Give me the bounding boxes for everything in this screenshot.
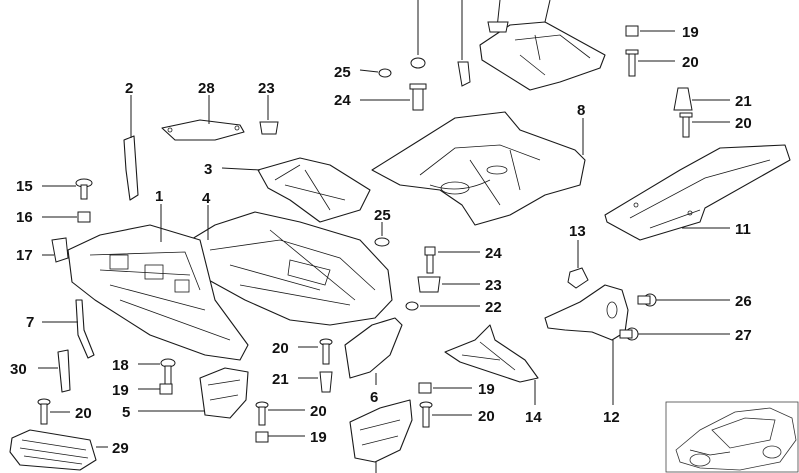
part-26-screw[interactable] xyxy=(637,293,657,307)
part-20-screw-lower[interactable] xyxy=(255,401,269,426)
callout-15: 15 xyxy=(16,178,33,195)
callout-4: 4 xyxy=(202,190,211,207)
part-19-nut-lower[interactable] xyxy=(255,431,269,443)
part-24-screw-center[interactable] xyxy=(424,246,436,274)
callout-29: 29 xyxy=(112,440,129,457)
callout-24-top: 24 xyxy=(334,92,351,109)
part-22-nut[interactable] xyxy=(405,301,419,311)
part-12-bracket[interactable] xyxy=(544,284,629,341)
part-14-bracket[interactable] xyxy=(444,324,539,383)
part-25-nut[interactable] xyxy=(378,68,392,78)
callout-21-right: 21 xyxy=(735,93,752,110)
part-19-nut-left[interactable] xyxy=(159,383,173,395)
part-28-bracket[interactable] xyxy=(161,119,245,141)
callout-20-left: 20 xyxy=(75,405,92,422)
part-17-clip[interactable] xyxy=(51,237,69,263)
part-bracket-top[interactable] xyxy=(457,61,471,87)
part-11-side-panel[interactable] xyxy=(604,144,791,241)
callout-20-center: 20 xyxy=(272,340,289,357)
callout-20-lower: 20 xyxy=(310,403,327,420)
callout-23-top: 23 xyxy=(258,80,275,97)
part-27-screw[interactable] xyxy=(619,327,639,341)
part-7-bracket[interactable] xyxy=(75,299,95,359)
callout-5: 5 xyxy=(122,404,130,421)
callout-11: 11 xyxy=(735,221,751,238)
callout-17: 17 xyxy=(16,247,33,264)
part-2-bracket[interactable] xyxy=(123,135,139,201)
part-6-bracket[interactable] xyxy=(344,317,403,379)
callout-24-center: 24 xyxy=(485,245,502,262)
callout-8: 8 xyxy=(577,102,585,119)
part-19-nut-top-right[interactable] xyxy=(625,25,639,37)
callout-23-center: 23 xyxy=(485,277,502,294)
part-13-grommet[interactable] xyxy=(567,267,589,289)
part-nut-top[interactable] xyxy=(410,57,426,69)
callout-16: 16 xyxy=(16,209,33,226)
clip-top[interactable] xyxy=(487,21,509,33)
callout-12: 12 xyxy=(603,409,620,426)
part-23-clip-top[interactable] xyxy=(259,121,279,135)
part-19-nut-center[interactable] xyxy=(418,382,432,394)
callout-26: 26 xyxy=(735,293,752,310)
callout-19-left: 19 xyxy=(112,382,129,399)
part-8-underbody-panel[interactable] xyxy=(371,111,586,226)
part-21-plug-right[interactable] xyxy=(673,87,693,111)
callout-21-center: 21 xyxy=(272,371,289,388)
callout-1: 1 xyxy=(155,188,163,205)
part-5-bracket[interactable] xyxy=(199,367,249,419)
callout-22: 22 xyxy=(485,299,502,316)
callout-28: 28 xyxy=(198,80,215,97)
part-23-clip-center[interactable] xyxy=(417,276,441,293)
callout-3: 3 xyxy=(204,161,212,178)
part-25-nut-center[interactable] xyxy=(374,237,390,247)
part-1-bumper-carrier[interactable] xyxy=(67,224,249,361)
part-31-bracket[interactable] xyxy=(349,399,413,463)
part-29-grille[interactable] xyxy=(9,429,97,471)
callout-13: 13 xyxy=(569,223,586,240)
part-24-screw[interactable] xyxy=(409,83,427,111)
car-location-thumbnail xyxy=(665,401,799,473)
callout-19-top-right: 19 xyxy=(682,24,699,41)
callout-25-center: 25 xyxy=(374,207,391,224)
callout-27: 27 xyxy=(735,327,752,344)
callout-20-right: 20 xyxy=(735,115,752,132)
callout-6: 6 xyxy=(370,389,378,406)
callout-30: 30 xyxy=(10,361,27,378)
callout-19-center: 19 xyxy=(478,381,495,398)
part-30-strip[interactable] xyxy=(57,349,71,393)
part-20-screw-center[interactable] xyxy=(319,338,333,365)
callout-14: 14 xyxy=(525,409,542,426)
part-16-nut[interactable] xyxy=(77,211,91,223)
part-20-screw-right[interactable] xyxy=(679,112,693,138)
callout-25-top: 25 xyxy=(334,64,351,81)
callout-18: 18 xyxy=(112,357,129,374)
part-4-bumper-panel[interactable] xyxy=(181,211,393,326)
part-15-screw[interactable] xyxy=(75,178,93,200)
part-20-screw-left[interactable] xyxy=(37,398,51,425)
callout-20-top-right: 20 xyxy=(682,54,699,71)
part-top-shield[interactable] xyxy=(479,21,606,91)
part-21-plug-center[interactable] xyxy=(319,371,333,393)
part-20-screw-right-lower[interactable] xyxy=(419,401,433,428)
callout-20-right-lower: 20 xyxy=(478,408,495,425)
callout-2: 2 xyxy=(125,80,133,97)
callout-19-lower: 19 xyxy=(310,429,327,446)
part-3-shield[interactable] xyxy=(257,157,371,223)
callout-7: 7 xyxy=(26,314,34,331)
part-20-screw-top-right[interactable] xyxy=(625,49,639,77)
part-18-screw[interactable] xyxy=(160,358,176,385)
